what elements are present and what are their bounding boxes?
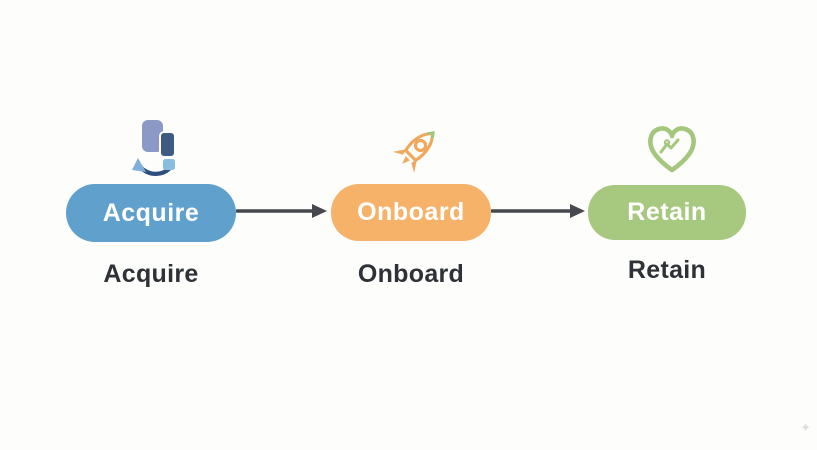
arrow-acquire-to-onboard [236,204,327,218]
stage-pill-retain: Retain [588,185,746,240]
pill-label: Acquire [102,198,200,227]
watermark-icon: ✦ [800,420,811,435]
stage-caption-onboard: Onboard [357,260,465,288]
pill-label: Onboard [357,198,465,226]
arrow-onboard-to-retain [491,204,585,218]
stage-pill-onboard: Onboard [331,184,491,241]
stage-caption-acquire: Acquire [103,260,199,288]
stage-caption-retain: Retain [627,256,707,284]
device-sync-icon [128,118,188,180]
heart-trend-icon [644,118,700,176]
rocket-icon [391,122,443,180]
pill-label: Retain [627,198,707,226]
stage-pill-acquire: Acquire [66,184,236,242]
